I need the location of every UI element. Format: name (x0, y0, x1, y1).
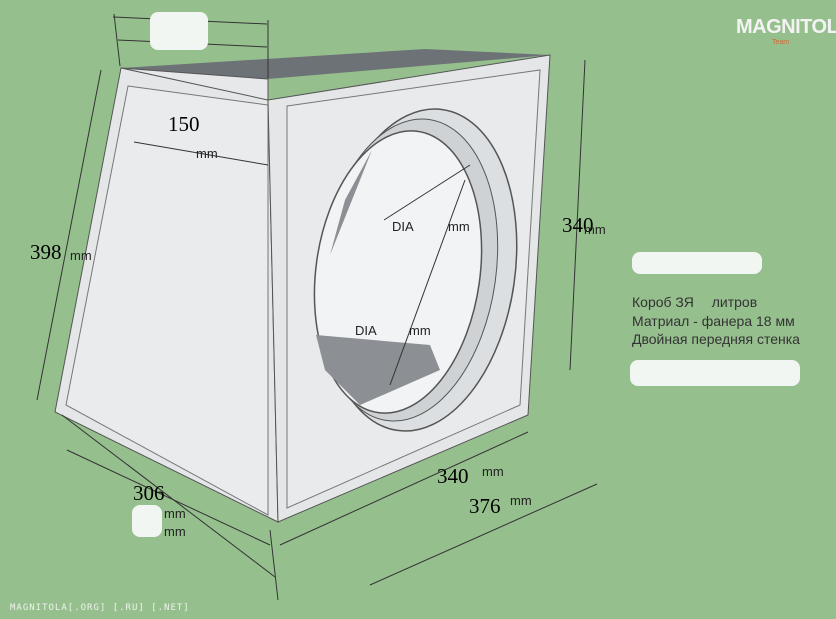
magnitola-logo: MAGNITOLA (736, 16, 836, 38)
dim-height-right: 340 (562, 213, 594, 237)
unit-bottom-depth-1: mm (164, 506, 186, 521)
note-line-1-suffix: литров (711, 294, 758, 310)
dimension-lines (36, 13, 598, 601)
unit-height-left: mm (70, 248, 92, 263)
footer-watermark: MAGNITOLA[.ORG] [.RU] [.NET] (10, 603, 190, 613)
dia-inner-unit: mm (409, 323, 431, 338)
speaker-cutout-shadow-bottom (316, 335, 440, 405)
redacted-top (150, 12, 208, 50)
unit-bottom-depth-2: mm (164, 524, 186, 539)
note-line-1: Короб ЗЯ литров (632, 294, 757, 310)
note-line-2: Матриал - фанера 18 мм (632, 313, 795, 329)
note-line-3: Двойная передняя стенка (632, 331, 800, 347)
redacted-note-bottom (630, 360, 800, 386)
speaker-cutout-shadow-left (330, 150, 372, 255)
dim-height-left: 398 (30, 240, 62, 264)
dim-front-width: 340 (437, 464, 469, 488)
dim-bottom-depth: 306 (133, 481, 165, 505)
box-top-panel (121, 49, 550, 79)
dia-outer-unit: mm (448, 219, 470, 234)
magnitola-logo-sub: Team (772, 39, 790, 46)
dim-top-width: 150 (168, 112, 200, 136)
unit-top-width: mm (196, 146, 218, 161)
unit-front-width: mm (482, 464, 504, 479)
unit-height-right: mm (584, 222, 606, 237)
box-side-inner (65, 85, 269, 516)
dim-total-width: 376 (469, 494, 501, 518)
redacted-depth (132, 505, 162, 537)
unit-total-width: mm (510, 493, 532, 508)
dia-inner-label: DIA (355, 323, 377, 338)
redacted-note-title (632, 252, 762, 274)
note-line-1-prefix: Короб ЗЯ (632, 294, 694, 310)
dia-outer-label: DIA (392, 219, 414, 234)
